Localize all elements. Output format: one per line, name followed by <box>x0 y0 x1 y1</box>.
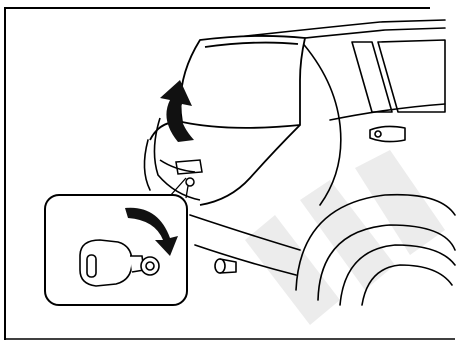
keyhole-icon <box>140 256 160 276</box>
watermark <box>245 150 445 325</box>
liftgate-lock <box>175 159 203 187</box>
liftgate-open-arrow-icon <box>160 80 194 142</box>
key-turn-arrow-icon <box>125 207 178 256</box>
key-inset <box>44 194 188 306</box>
key-icon <box>79 239 145 287</box>
car-body <box>143 19 456 306</box>
